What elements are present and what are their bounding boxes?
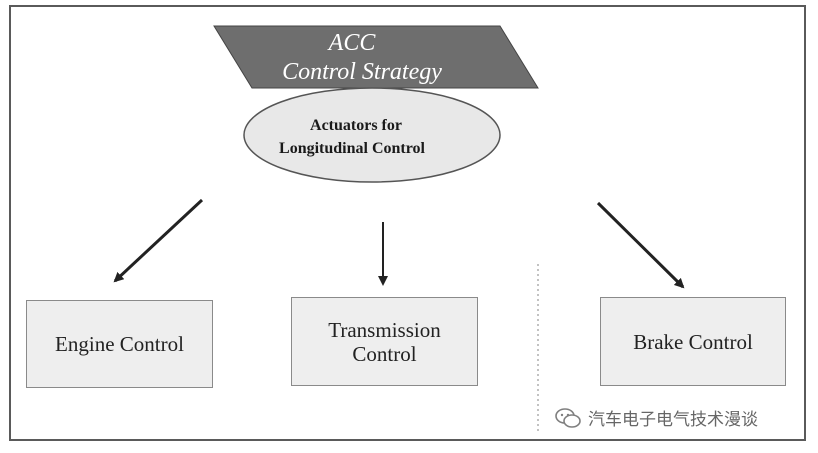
- title-line-2: Control Strategy: [282, 59, 442, 85]
- watermark-text: 汽车电子电气技术漫谈: [588, 410, 758, 430]
- engine-control-label: Engine Control: [55, 332, 184, 356]
- wechat-icon: [555, 407, 581, 428]
- ellipse-line-2: Longitudinal Control: [279, 140, 426, 157]
- ellipse-line-1: Actuators for: [310, 117, 402, 134]
- transmission-control-box: Transmission Control: [291, 297, 478, 386]
- title-banner: [213, 25, 539, 89]
- engine-control-box: Engine Control: [26, 300, 213, 388]
- brake-control-box: Brake Control: [600, 297, 786, 386]
- arrow-to-brake: [596, 201, 685, 289]
- actuators-ellipse: [243, 87, 501, 183]
- arrow-to-engine: [113, 198, 204, 283]
- watermark: 汽车电子电气技术漫谈: [554, 405, 758, 430]
- title-line-1: ACC: [327, 30, 377, 56]
- brake-control-label: Brake Control: [633, 329, 753, 354]
- transmission-control-label: Transmission Control: [328, 317, 441, 366]
